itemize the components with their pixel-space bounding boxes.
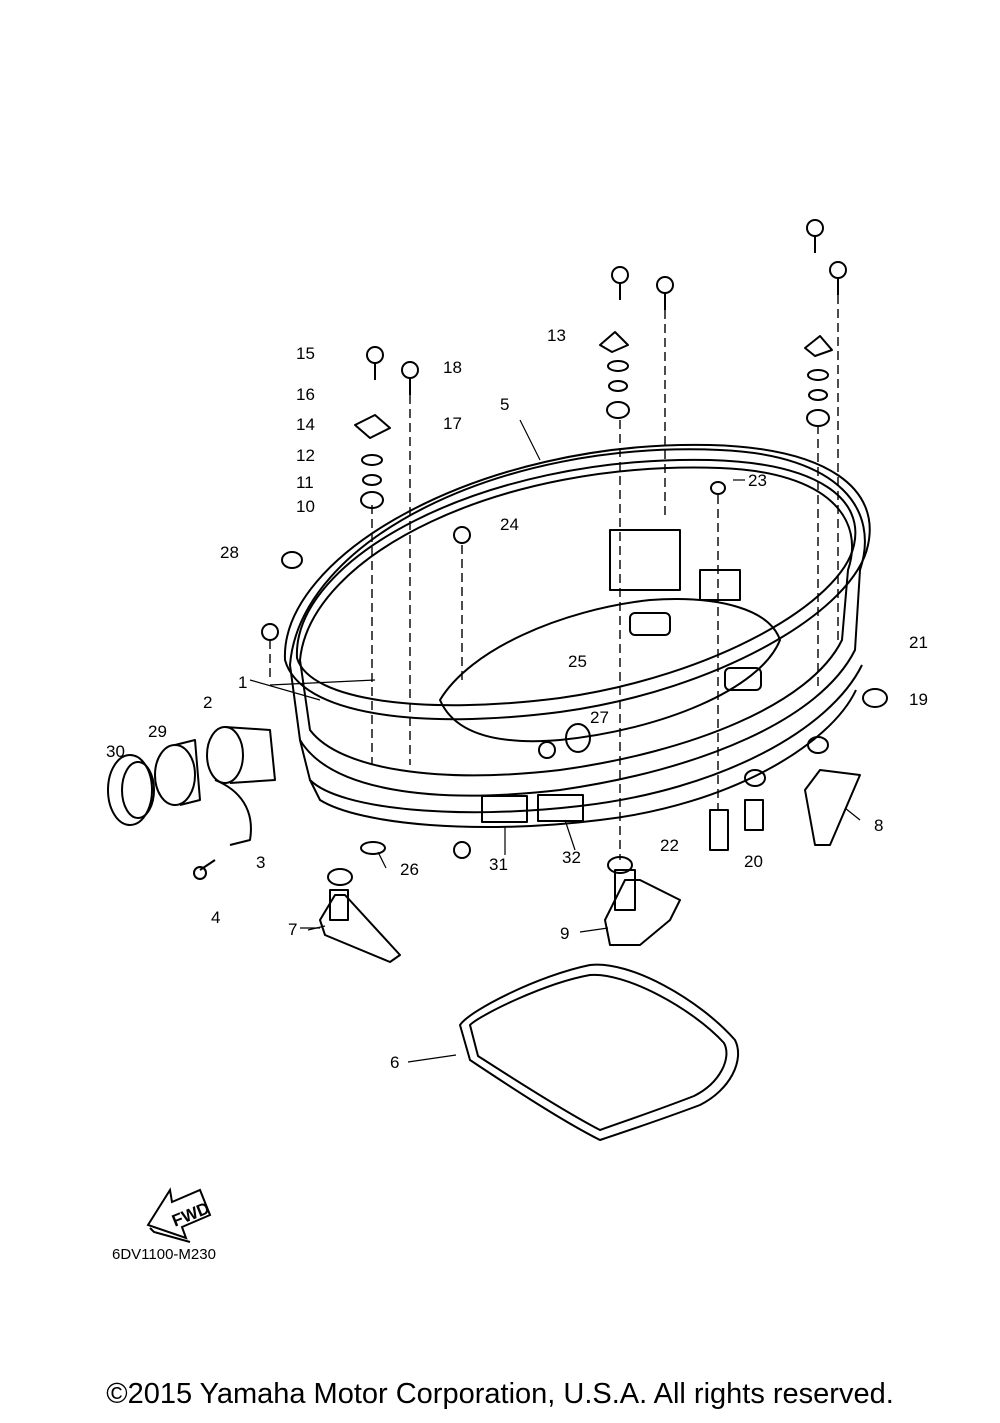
callout-26: 26 <box>400 860 419 879</box>
drawing-code: 6DV1100-M230 <box>112 1246 216 1263</box>
callout-11: 11 <box>296 473 314 492</box>
callout-16: 16 <box>296 385 315 404</box>
copyright-notice: ©2015 Yamaha Motor Corporation, U.S.A. A… <box>106 1378 894 1410</box>
callout-3: 3 <box>256 853 265 872</box>
callout-labels: 1 2 3 4 5 6 7 8 9 10 11 12 13 14 15 16 1… <box>106 326 928 1072</box>
callout-22: 22 <box>660 836 679 855</box>
fwd-arrow-icon <box>146 1187 212 1243</box>
callout-14: 14 <box>296 415 315 434</box>
callout-32: 32 <box>562 848 581 867</box>
callout-4: 4 <box>211 908 220 927</box>
callout-31: 31 <box>489 855 508 874</box>
callout-19: 19 <box>909 690 928 709</box>
callout-8: 8 <box>874 816 883 835</box>
callout-23: 23 <box>748 471 767 490</box>
bottom-cowling <box>289 448 866 797</box>
callout-30: 30 <box>106 742 125 761</box>
callout-29: 29 <box>148 722 167 741</box>
callout-17: 17 <box>443 414 462 433</box>
callout-18: 18 <box>443 358 462 377</box>
callout-12: 12 <box>296 446 315 465</box>
callout-5: 5 <box>500 395 509 414</box>
callout-27: 27 <box>590 708 609 727</box>
callout-20: 20 <box>744 852 763 871</box>
callout-21: 21 <box>909 633 928 652</box>
callout-24: 24 <box>500 515 519 534</box>
top-seal <box>283 443 871 721</box>
callout-1: 1 <box>238 673 247 692</box>
bottom-gasket <box>459 963 740 1141</box>
callout-25: 25 <box>568 652 587 671</box>
callout-7: 7 <box>288 920 297 939</box>
callout-13: 13 <box>547 326 566 345</box>
callout-6: 6 <box>390 1053 399 1072</box>
callout-9: 9 <box>560 924 569 943</box>
callout-10: 10 <box>296 497 315 516</box>
callout-2: 2 <box>203 693 212 712</box>
callout-28: 28 <box>220 543 239 562</box>
callout-15: 15 <box>296 344 315 363</box>
